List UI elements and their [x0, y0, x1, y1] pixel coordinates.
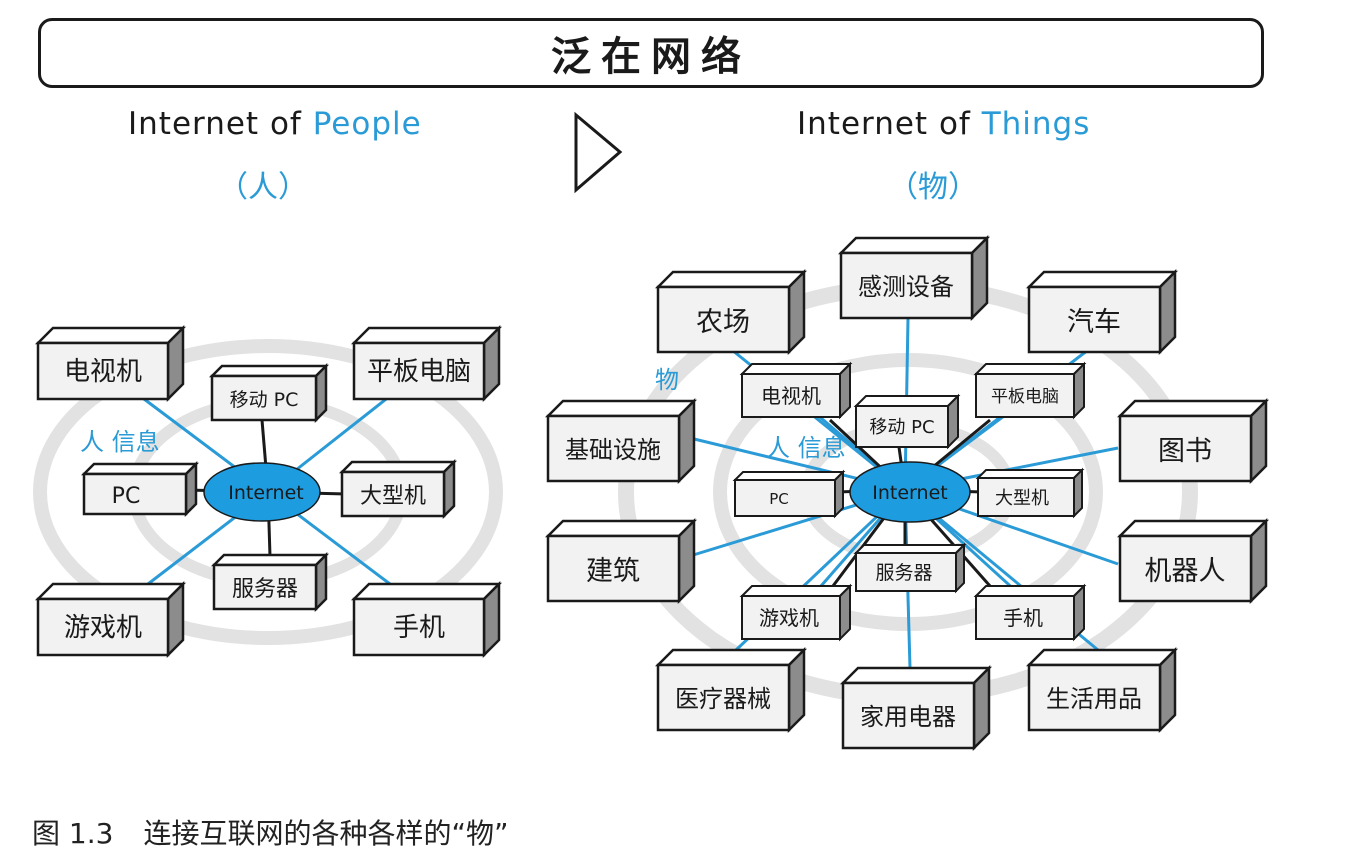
right-node-farm-label: 农场 [696, 307, 750, 338]
left-title-prefix: Internet of [128, 106, 313, 142]
right-node-robot: 机器人 [1116, 517, 1270, 605]
left-node-tablet: 平板电脑 [350, 324, 503, 403]
right-title-highlight: Things [981, 106, 1091, 142]
right-node-appliance: 家用电器 [839, 664, 993, 752]
right-node-infrastructure: 基础设施 [544, 397, 698, 485]
right-node-daily-goods-label: 生活用品 [1046, 685, 1142, 713]
right-internet-hub [849, 461, 971, 523]
right-node-medical: 医疗器械 [654, 646, 808, 734]
right-node-infrastructure-label: 基础设施 [565, 436, 661, 464]
left-subtitle: （人） [218, 170, 308, 205]
left-node-phone-label: 手机 [393, 613, 445, 643]
right-node-mainframe-label: 大型机 [995, 488, 1049, 509]
left-node-server-label: 服务器 [232, 577, 298, 602]
right-node-tablet: 平板电脑 [973, 361, 1087, 420]
right-node-pc-label: PC [769, 490, 789, 508]
right-node-phone: 手机 [973, 583, 1087, 642]
left-node-mobile-pc-label: 移动 PC [230, 389, 299, 411]
left-nodes: 电视机 平板电脑 移动 PC 大型机 [34, 324, 503, 659]
right-node-phone-label: 手机 [1003, 606, 1043, 630]
figure-caption: 图 1.3 连接互联网的各种各样的“物” [32, 812, 508, 852]
right-title-prefix: Internet of [797, 106, 982, 142]
right-node-farm: 农场 [654, 268, 808, 356]
right-node-building-label: 建筑 [586, 556, 640, 587]
right-node-building: 建筑 [544, 517, 698, 605]
right-node-daily-goods: 生活用品 [1025, 646, 1179, 734]
right-node-medical-label: 医疗器械 [675, 685, 771, 713]
right-node-mobile-pc: 移动 PC [853, 393, 961, 450]
arrow-right-icon [574, 111, 623, 194]
right-node-sensor-label: 感测设备 [858, 273, 954, 301]
right-node-server-label: 服务器 [875, 562, 932, 584]
left-node-console: 游戏机 [34, 580, 187, 659]
right-node-sensor: 感测设备 [837, 234, 991, 322]
left-diagram: 电视机 平板电脑 移动 PC 大型机 [33, 324, 503, 659]
left-ring-label: 人 信息 [80, 428, 160, 456]
left-node-tv-label: 电视机 [64, 357, 142, 387]
right-hub-label: Internet [872, 482, 947, 504]
left-hub-label: Internet [228, 482, 303, 504]
left-title-highlight: People [312, 106, 422, 142]
left-node-console-label: 游戏机 [64, 613, 142, 643]
left-node-mainframe-label: 大型机 [360, 484, 426, 509]
right-node-tv-label: 电视机 [761, 384, 821, 408]
left-node-pc-label: PC [112, 484, 141, 509]
left-node-mobile-pc: 移动 PC [208, 362, 330, 424]
left-node-tablet-label: 平板电脑 [367, 357, 471, 387]
right-node-server: 服务器 [853, 542, 967, 594]
right-subtitle: （物） [888, 170, 978, 205]
figure-number: 图 1.3 [32, 817, 114, 850]
left-title: Internet of People [128, 106, 422, 142]
right-title: Internet of Things [797, 106, 1090, 142]
right-node-car-label: 汽车 [1067, 307, 1121, 338]
left-node-server: 服务器 [210, 551, 330, 613]
left-internet-hub [203, 462, 321, 522]
left-node-pc: PC [80, 460, 200, 518]
right-diagram: 感测设备 农场 汽车 基础设施 图书 [544, 234, 1270, 752]
right-outer-ring-label: 物 [655, 366, 679, 394]
figure-caption-text: 连接互联网的各种各样的“物” [143, 817, 509, 850]
right-node-car: 汽车 [1025, 268, 1179, 356]
left-node-phone: 手机 [350, 580, 503, 659]
right-node-console-label: 游戏机 [759, 606, 819, 630]
right-node-appliance-label: 家用电器 [860, 703, 956, 731]
right-node-pc: PC [732, 469, 846, 519]
left-node-mainframe: 大型机 [338, 458, 458, 520]
left-outer-ring [33, 339, 503, 645]
right-node-tv: 电视机 [739, 361, 853, 420]
title-banner: 泛在网络 [38, 18, 1264, 88]
right-node-books-label: 图书 [1158, 436, 1212, 467]
right-node-robot-label: 机器人 [1145, 556, 1226, 587]
banner-title: 泛在网络 [551, 34, 751, 80]
right-node-console: 游戏机 [739, 583, 853, 642]
right-node-books: 图书 [1116, 397, 1270, 485]
right-node-mobile-pc-label: 移动 PC [869, 417, 934, 438]
right-inner-ring-label: 人 信息 [766, 434, 846, 462]
right-node-tablet-label: 平板电脑 [991, 387, 1059, 407]
right-node-mainframe: 大型机 [975, 467, 1085, 519]
left-node-tv: 电视机 [34, 324, 187, 403]
